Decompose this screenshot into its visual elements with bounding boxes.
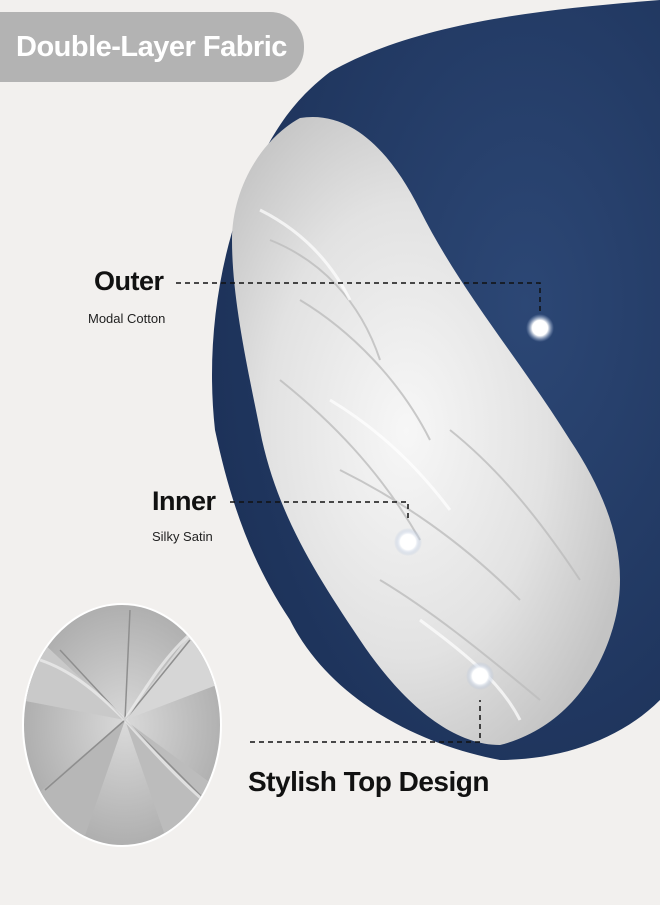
top-design-inset xyxy=(24,605,220,845)
inner-marker-dot xyxy=(394,528,422,556)
outer-marker-dot xyxy=(526,314,554,342)
callout-lines xyxy=(176,282,541,743)
top-marker-dot xyxy=(466,662,494,690)
inner-layer-title: Inner xyxy=(152,486,216,516)
badge-title: Double-Layer Fabric xyxy=(16,30,287,63)
outer-layer-title: Outer xyxy=(94,266,164,296)
satin-folds xyxy=(269,239,581,701)
feature-badge: Double-Layer Fabric xyxy=(0,12,304,82)
top-design-title: Stylish Top Design xyxy=(248,766,489,797)
inner-layer-subtitle: Silky Satin xyxy=(152,529,213,544)
outer-layer-subtitle: Modal Cotton xyxy=(88,311,166,326)
